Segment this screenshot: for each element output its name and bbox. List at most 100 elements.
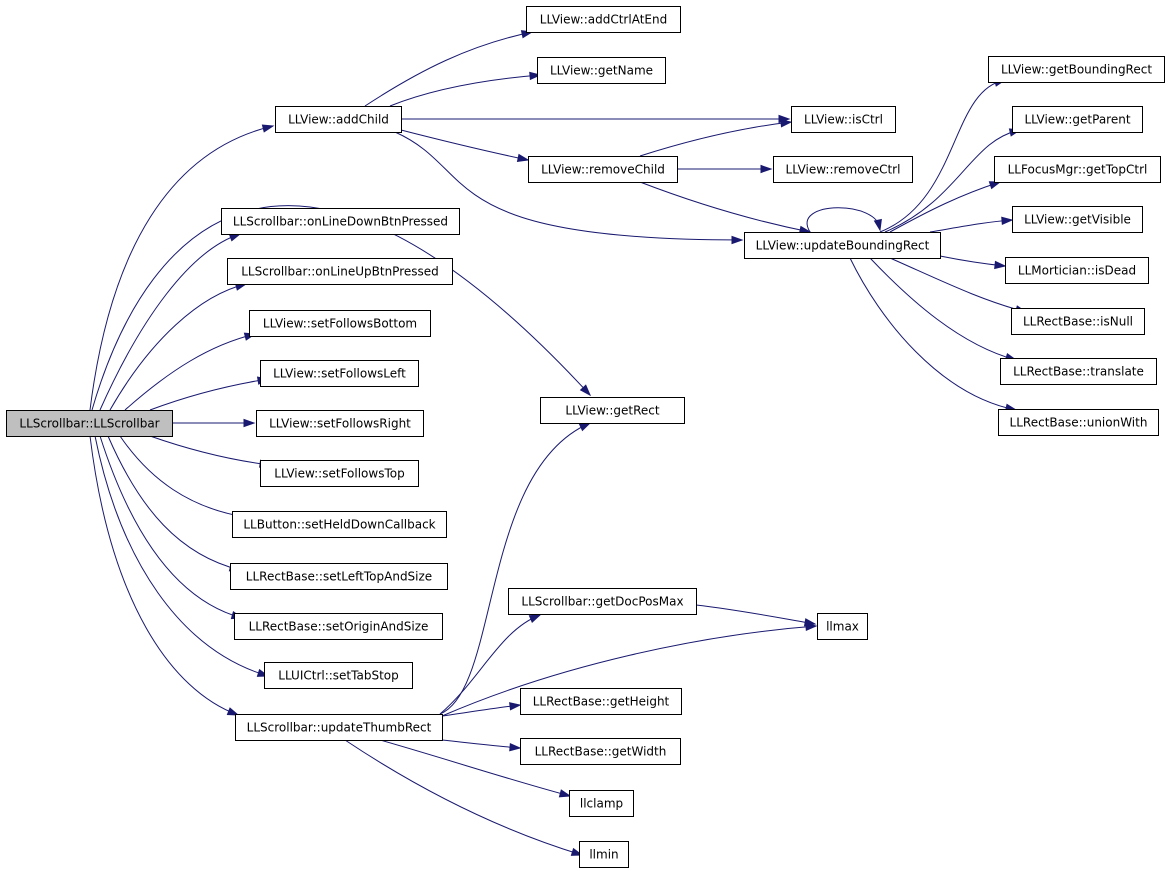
edge-addChild-to-getName-arrowhead — [529, 71, 542, 81]
node-isNull[interactable]: LLRectBase::isNull — [1011, 308, 1145, 335]
node-label: LLView::removeChild — [541, 163, 665, 177]
node-getRect[interactable]: LLView::getRect — [540, 397, 685, 424]
node-box — [232, 511, 447, 538]
node-setOriginAndSize[interactable]: LLRectBase::setOriginAndSize — [234, 613, 443, 640]
node-setHeldDownCallback[interactable]: LLButton::setHeldDownCallback — [232, 511, 447, 538]
edge-getDocPosMax-to-llmax — [695, 604, 816, 625]
node-updateThumbRect[interactable]: LLScrollbar::updateThumbRect — [235, 714, 443, 741]
edge-root-to-setLeftTopAndSize — [107, 435, 241, 571]
node-label: LLRectBase::getHeight — [533, 695, 670, 709]
node-box — [569, 790, 634, 817]
node-addCtrlAtEnd[interactable]: LLView::addCtrlAtEnd — [526, 6, 681, 33]
node-box — [1011, 308, 1145, 335]
node-box — [579, 841, 629, 868]
edge-updateBoundingRect-to-isDead-arrowhead — [994, 260, 1007, 270]
edges-layer — [89, 30, 1028, 856]
node-box — [773, 156, 913, 183]
edge-root-to-setHeldDownCallback — [119, 435, 246, 518]
node-updateBoundingRect[interactable]: LLView::updateBoundingRect — [744, 232, 941, 259]
edge-updateThumbRect-to-llclamp — [379, 739, 571, 797]
node-label: LLView::addCtrlAtEnd — [540, 13, 667, 27]
edge-updateThumbRect-to-llclamp-arrowhead — [558, 789, 572, 798]
edge-addChild-to-getName — [389, 74, 541, 107]
node-box — [994, 156, 1161, 183]
node-unionWith[interactable]: LLRectBase::unionWith — [998, 409, 1159, 436]
node-isDead[interactable]: LLMortician::isDead — [1005, 257, 1149, 284]
node-translate[interactable]: LLRectBase::translate — [1000, 358, 1157, 385]
node-label: LLView::removeCtrl — [786, 163, 901, 177]
edge-addChild-to-addCtrlAtEnd — [364, 31, 533, 107]
edge-updateBoundingRect-to-getTopCtrl — [889, 181, 1001, 233]
edge-updateThumbRect-to-getWidth — [441, 739, 521, 749]
edge-addChild-to-removeChild-arrowhead — [516, 153, 530, 162]
node-getHeight[interactable]: LLRectBase::getHeight — [520, 688, 682, 715]
edge-addChild-to-updateBoundingRect — [394, 131, 743, 241]
edge-root-to-setTabStop — [94, 435, 269, 677]
node-box — [235, 714, 443, 741]
node-llmax[interactable]: llmax — [817, 613, 868, 640]
edge-root-to-onLineDown — [99, 233, 241, 411]
node-setLeftTopAndSize[interactable]: LLRectBase::setLeftTopAndSize — [230, 563, 448, 590]
edge-root-to-getRect-arrowhead — [579, 384, 592, 397]
node-label: LLView::isCtrl — [804, 113, 883, 127]
node-llmin[interactable]: llmin — [579, 841, 629, 868]
node-box — [6, 410, 173, 437]
node-label: LLRectBase::setLeftTopAndSize — [246, 570, 432, 584]
node-getDocPosMax[interactable]: LLScrollbar::getDocPosMax — [508, 588, 697, 615]
node-getVisible[interactable]: LLView::getVisible — [1012, 206, 1143, 233]
edge-updateThumbRect-to-getRect-arrowhead — [578, 422, 592, 432]
edge-root-to-updateThumbRect-arrowhead — [226, 707, 240, 716]
edge-removeChild-to-isCtrl-arrowhead — [780, 119, 793, 128]
node-setTabStop[interactable]: LLUICtrl::setTabStop — [264, 662, 413, 689]
edge-removeChild-to-removeCtrl-arrowhead — [760, 164, 773, 174]
node-box — [275, 106, 402, 133]
edge-root-to-onLineDown-arrowhead — [228, 233, 242, 242]
node-box — [227, 258, 453, 285]
edge-updateBoundingRect-to-updateBoundingRect — [806, 207, 881, 233]
node-getName[interactable]: LLView::getName — [537, 57, 666, 84]
node-removeChild[interactable]: LLView::removeChild — [528, 156, 678, 183]
node-llclamp[interactable]: llclamp — [569, 790, 634, 817]
node-box — [1000, 358, 1157, 385]
node-setFollowsRight[interactable]: LLView::setFollowsRight — [256, 410, 424, 437]
node-root[interactable]: LLScrollbar::LLScrollbar — [6, 410, 173, 437]
edge-updateThumbRect-to-llmin — [344, 739, 583, 856]
node-getParent[interactable]: LLView::getParent — [1012, 106, 1143, 133]
node-label: LLScrollbar::onLineDownBtnPressed — [233, 215, 448, 229]
node-setFollowsBottom[interactable]: LLView::setFollowsBottom — [249, 310, 431, 337]
node-onLineUp[interactable]: LLScrollbar::onLineUpBtnPressed — [227, 258, 453, 285]
node-label: LLScrollbar::getDocPosMax — [521, 595, 683, 609]
node-getTopCtrl[interactable]: LLFocusMgr::getTopCtrl — [994, 156, 1161, 183]
edge-updateBoundingRect-to-getParent — [884, 129, 1021, 233]
node-box — [1012, 206, 1143, 233]
node-addChild[interactable]: LLView::addChild — [275, 106, 402, 133]
node-box — [998, 409, 1159, 436]
node-getWidth[interactable]: LLRectBase::getWidth — [520, 738, 681, 765]
node-box — [520, 688, 682, 715]
node-box — [1012, 106, 1143, 133]
node-label: LLView::setFollowsLeft — [273, 367, 406, 381]
node-label: llmax — [826, 620, 859, 634]
edge-addChild-to-removeChild — [400, 129, 529, 161]
edge-updateThumbRect-to-llmax — [441, 625, 817, 717]
node-box — [988, 56, 1165, 83]
node-box — [508, 588, 697, 615]
node-label: LLRectBase::translate — [1013, 365, 1144, 379]
node-box — [1005, 257, 1149, 284]
node-setFollowsLeft[interactable]: LLView::setFollowsLeft — [260, 360, 419, 387]
node-label: LLRectBase::getWidth — [535, 745, 667, 759]
node-box — [526, 6, 681, 33]
edge-removeChild-to-isCtrl — [639, 121, 792, 157]
node-setFollowsTop[interactable]: LLView::setFollowsTop — [260, 460, 419, 487]
node-isCtrl[interactable]: LLView::isCtrl — [791, 106, 896, 133]
node-removeCtrl[interactable]: LLView::removeCtrl — [773, 156, 913, 183]
edge-root-to-setFollowsBottom — [124, 333, 256, 411]
node-label: LLView::setFollowsBottom — [263, 317, 417, 331]
node-label: LLUICtrl::setTabStop — [278, 669, 398, 683]
node-box — [221, 208, 460, 235]
node-box — [256, 410, 424, 437]
edge-updateBoundingRect-to-isNull — [889, 257, 1027, 313]
node-onLineDown[interactable]: LLScrollbar::onLineDownBtnPressed — [221, 208, 460, 235]
node-getBoundingRect[interactable]: LLView::getBoundingRect — [988, 56, 1165, 83]
